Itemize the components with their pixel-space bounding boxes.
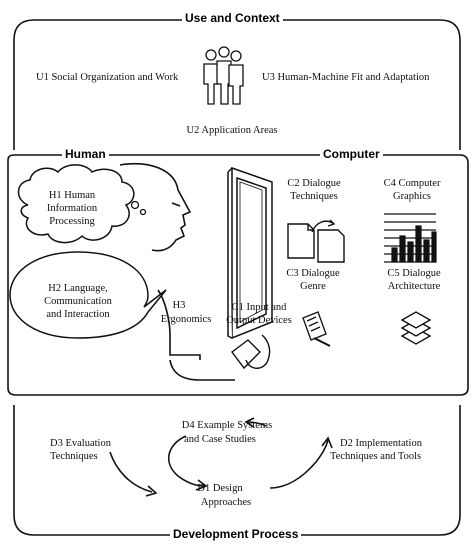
label-h2-line2: Communication <box>44 296 112 307</box>
mouse-icon <box>231 334 271 370</box>
computer-frame <box>240 154 469 396</box>
documents-icon <box>287 219 345 263</box>
label-c1-line2: Output Devices <box>226 315 292 326</box>
label-h2-line1: H2 Language, <box>48 283 108 294</box>
use-context-frame <box>13 19 461 150</box>
notepad-icon <box>302 311 331 347</box>
label-c4-line1: C4 Computer <box>383 178 441 189</box>
header-human: Human <box>62 147 109 161</box>
label-h3-line2: Ergonomics <box>160 314 212 325</box>
cycle-arrows-icon <box>109 417 333 497</box>
human-frame <box>7 154 240 396</box>
label-d2-line1: D2 Implementation <box>340 438 422 449</box>
label-c4-line2: Graphics <box>393 191 431 202</box>
label-c5-line2: Architecture <box>387 281 441 292</box>
label-u2: U2 Application Areas <box>186 125 278 136</box>
label-c2-line2: Techniques <box>290 191 338 202</box>
label-c3-line2: Genre <box>300 281 326 292</box>
label-h2-line3: and Interaction <box>46 309 110 320</box>
monitor-icon <box>227 166 273 340</box>
label-u3: U3 Human-Machine Fit and Adaptation <box>262 72 430 83</box>
cloud-bubbles <box>130 200 147 216</box>
label-d1-line2: Approaches <box>200 497 252 508</box>
header-use-context: Use and Context <box>182 11 283 25</box>
label-c3-line1: C3 Dialogue <box>286 268 340 279</box>
label-u1: U1 Social Organization and Work <box>36 72 179 83</box>
label-c2-line1: C2 Dialogue <box>287 178 341 189</box>
label-d1-line1: D1 Design <box>197 483 243 494</box>
label-h3-line1: H3 <box>172 300 186 311</box>
layers-icon <box>400 311 432 345</box>
label-h1-line2: Information <box>46 203 98 214</box>
h1-thought-cloud <box>17 164 135 244</box>
label-d4-line2: and Case Studies <box>184 434 256 445</box>
label-d2-line2: Techniques and Tools <box>330 451 422 462</box>
label-h1-line3: Processing <box>49 216 95 227</box>
header-computer: Computer <box>320 147 383 161</box>
label-d3-line1: D3 Evaluation <box>50 438 111 449</box>
label-h1-line1: H1 Human <box>48 190 96 201</box>
label-d4-line1: D4 Example Systems <box>181 420 273 431</box>
label-d3-line2: Techniques <box>50 451 98 462</box>
graphics-chart-icon <box>384 213 437 263</box>
label-c1-line1: C1 Input and <box>231 302 287 313</box>
header-development: Development Process <box>170 527 302 541</box>
h2-speech-bubble <box>9 251 167 339</box>
people-group-icon <box>203 46 244 105</box>
label-c5-line1: C5 Dialogue <box>387 268 441 279</box>
